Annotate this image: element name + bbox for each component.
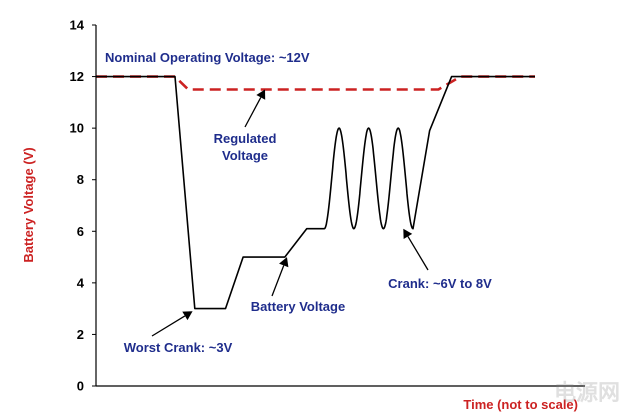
annotation-nominal: Nominal Operating Voltage: ~12V: [105, 50, 310, 65]
y-tick-label: 2: [77, 327, 84, 342]
annotation-arrow-battery: [271, 265, 285, 297]
annotation-arrow-worst: [151, 315, 186, 337]
annotation-arrowhead-crank: [403, 228, 413, 239]
annotation-arrowhead-worst: [182, 311, 193, 321]
regulated-voltage-line: [96, 75, 535, 91]
annotation-arrow-regulated: [244, 97, 262, 128]
annotation-worst: Worst Crank: ~3V: [124, 340, 233, 355]
x-axis-label: Time (not to scale): [463, 397, 578, 412]
annotation-arrowhead-battery: [279, 257, 289, 268]
y-tick-label: 6: [77, 224, 84, 239]
annotation-arrow-crank: [407, 236, 429, 271]
y-tick-label: 8: [77, 172, 84, 187]
y-tick-label: 12: [70, 69, 84, 84]
annotation-battery: Battery Voltage: [251, 299, 345, 314]
annotation-arrowhead-regulated: [256, 89, 266, 100]
y-tick-label: 0: [77, 379, 84, 394]
y-tick-label: 4: [77, 275, 85, 290]
annotation-crank: Crank: ~6V to 8V: [388, 276, 492, 291]
y-tick-label: 10: [70, 121, 84, 136]
y-tick-label: 14: [70, 18, 85, 33]
battery-voltage-line: [96, 75, 535, 310]
y-axis-label: Battery Voltage (V): [21, 147, 36, 262]
watermark-text: 电源网: [554, 380, 620, 405]
